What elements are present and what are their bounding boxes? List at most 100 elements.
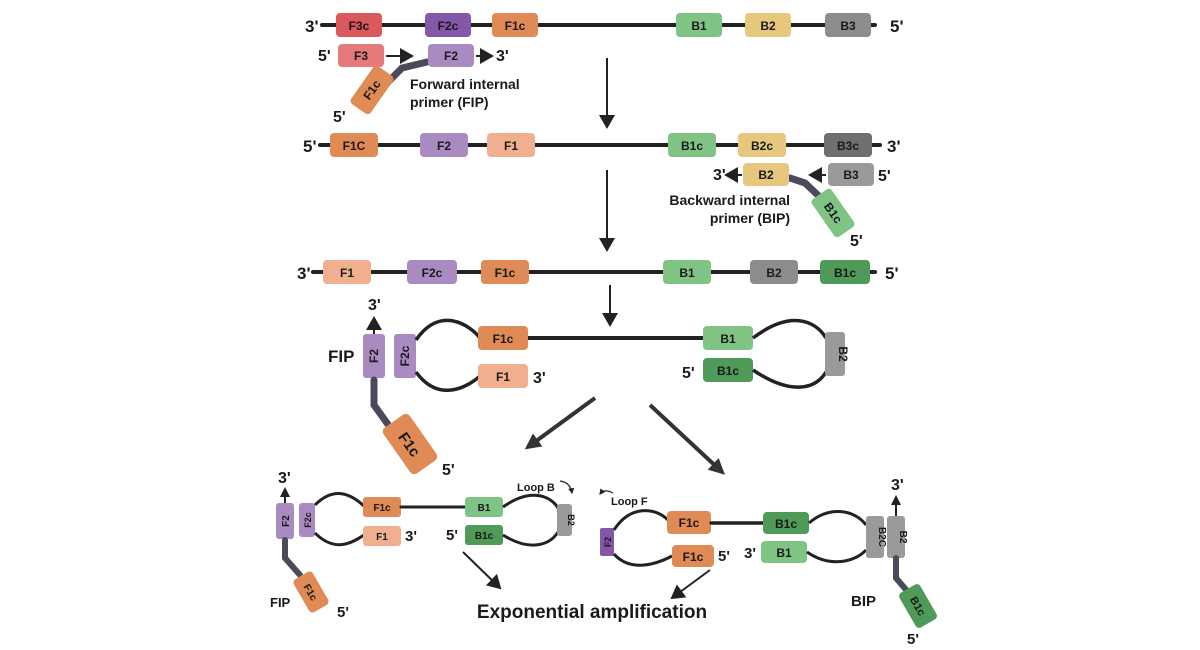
bip-label-line2: primer (BIP) — [710, 210, 790, 226]
fip-primer: 5' F3 F2 3' F1c 5' Forward internal prim… — [318, 44, 520, 126]
svg-text:F2: F2 — [281, 515, 292, 527]
svg-text:F1: F1 — [340, 266, 354, 280]
dumbbell-structure: FIP 3' F2 F1c 5' F2c F1c F1 3' B1 B1c 5'… — [328, 297, 850, 479]
seg-F2c: F2c — [425, 13, 471, 37]
arrow-to-right-structure — [648, 403, 725, 475]
seg-left-B1c: B1c — [465, 525, 503, 545]
seg-left-F1: F1 — [363, 526, 401, 546]
seg-right-B2C: B2C — [866, 516, 887, 558]
bip-label-line1: Backward internal — [669, 192, 790, 208]
svg-text:B1: B1 — [679, 266, 695, 280]
svg-text:F2c: F2c — [422, 266, 443, 280]
svg-text:F2c: F2c — [438, 19, 459, 33]
dumbbell-fip-label: FIP — [328, 347, 354, 366]
row2-right-end: 3' — [887, 137, 901, 156]
seg-left-B1: B1 — [465, 497, 503, 517]
fip-five-prime: 5' — [318, 48, 331, 65]
row2-segments: F1C F2 F1 B1c B2c B3c — [330, 133, 872, 157]
seg-left-F1c: F1c — [363, 497, 401, 517]
svg-text:F2: F2 — [603, 537, 613, 548]
svg-text:B3c: B3c — [837, 139, 859, 153]
bip-primer: 3' B2 B3 5' B1c 5' Backward internal pri… — [669, 163, 891, 250]
seg-F1: F1 — [487, 133, 535, 157]
svg-text:B1: B1 — [776, 546, 792, 560]
seg-B3c: B3c — [824, 133, 872, 157]
left-to-amplification-arrow — [462, 551, 502, 590]
seg-B1c-r3: B1c — [820, 260, 870, 284]
svg-text:F1c: F1c — [505, 19, 526, 33]
row2-left-end: 5' — [303, 137, 317, 156]
amplification-label: Exponential amplification — [477, 602, 707, 623]
bip-b3-end: 5' — [878, 168, 891, 185]
svg-text:B3: B3 — [843, 168, 859, 182]
left-structure: 3' F2 F1c FIP 5' F2c F1c F1 3' B1 B1c 5'… — [270, 470, 576, 621]
left-f1c-tail-end: 5' — [337, 604, 349, 621]
seg-F2-primer: F2 — [428, 44, 474, 67]
right-structure: Loop F F2 F1c F1c 5' B1c B1 3' B2C B2 3'… — [599, 477, 937, 648]
seg-B2-primer: B2 — [743, 163, 789, 186]
svg-text:B2c: B2c — [751, 139, 773, 153]
seg-B3: B3 — [825, 13, 871, 37]
svg-text:B1c: B1c — [775, 517, 797, 531]
dumbbell-f1-end: 3' — [533, 370, 546, 387]
seg-right-B1c-tail: B1c — [899, 584, 937, 628]
seg-dumbbell-F2: F2 — [363, 334, 385, 378]
seg-right-B1: B1 — [761, 541, 807, 563]
seg-right-F1c-top: F1c — [667, 511, 711, 534]
seg-left-B2: B2 — [557, 504, 576, 536]
seg-dumbbell-F1: F1 — [478, 364, 528, 388]
svg-text:F1c: F1c — [679, 516, 700, 530]
svg-text:B2: B2 — [897, 531, 908, 544]
fip-f1c-end: 5' — [333, 109, 346, 126]
row2-strand: 5' 3' — [303, 137, 901, 156]
seg-F1c-r3: F1c — [481, 260, 529, 284]
seg-F2: F2 — [420, 133, 468, 157]
seg-left-F2: F2 — [276, 503, 294, 539]
seg-dumbbell-B1: B1 — [703, 326, 753, 350]
row1-left-end: 3' — [305, 17, 319, 36]
left-fip-label: FIP — [270, 595, 291, 610]
seg-F3c: F3c — [336, 13, 382, 37]
svg-text:B2: B2 — [766, 266, 782, 280]
seg-F1c: F1c — [492, 13, 538, 37]
seg-B1c-primer: B1c — [811, 188, 855, 238]
svg-text:B1c: B1c — [681, 139, 703, 153]
seg-dumbbell-F2c: F2c — [394, 334, 416, 378]
svg-text:F3: F3 — [354, 49, 368, 63]
svg-text:B1c: B1c — [717, 364, 739, 378]
seg-B2: B2 — [745, 13, 791, 37]
seg-F3-primer: F3 — [338, 44, 384, 67]
right-b1-end: 3' — [744, 545, 756, 562]
fip-label-line1: Forward internal — [410, 76, 520, 92]
svg-text:F1C: F1C — [343, 139, 366, 153]
dumbbell-f2-top: 3' — [368, 297, 381, 314]
seg-right-B1c: B1c — [763, 512, 809, 534]
svg-text:F1c: F1c — [373, 503, 391, 514]
seg-right-F2: F2 — [600, 528, 614, 556]
seg-B2-r3: B2 — [750, 260, 798, 284]
row1-strand: 3' 5' — [305, 17, 904, 36]
svg-text:B2: B2 — [566, 514, 576, 526]
svg-text:F3c: F3c — [349, 19, 370, 33]
arrow-to-left-structure — [524, 396, 597, 450]
row3-left-end: 3' — [297, 264, 311, 283]
row1-right-end: 5' — [890, 17, 904, 36]
svg-text:F1c: F1c — [683, 550, 704, 564]
left-f1-end: 3' — [405, 528, 417, 545]
seg-B1c: B1c — [668, 133, 716, 157]
svg-text:F2: F2 — [437, 139, 451, 153]
fip-three-prime: 3' — [496, 48, 509, 65]
seg-dumbbell-B1c: B1c — [703, 358, 753, 382]
right-to-amplification-arrow — [670, 569, 711, 600]
seg-left-F1c-tail: F1c — [293, 571, 329, 613]
svg-text:F2c: F2c — [303, 512, 313, 528]
svg-text:B1c: B1c — [834, 266, 856, 280]
bip-three-prime: 3' — [713, 167, 726, 184]
seg-dumbbell-B2: B2 — [825, 332, 850, 376]
svg-text:B2: B2 — [760, 19, 776, 33]
seg-dumbbell-F1c: F1c — [478, 326, 528, 350]
svg-text:F2: F2 — [444, 49, 458, 63]
seg-F1C: F1C — [330, 133, 378, 157]
seg-left-F2c: F2c — [299, 503, 315, 537]
seg-B1: B1 — [676, 13, 722, 37]
